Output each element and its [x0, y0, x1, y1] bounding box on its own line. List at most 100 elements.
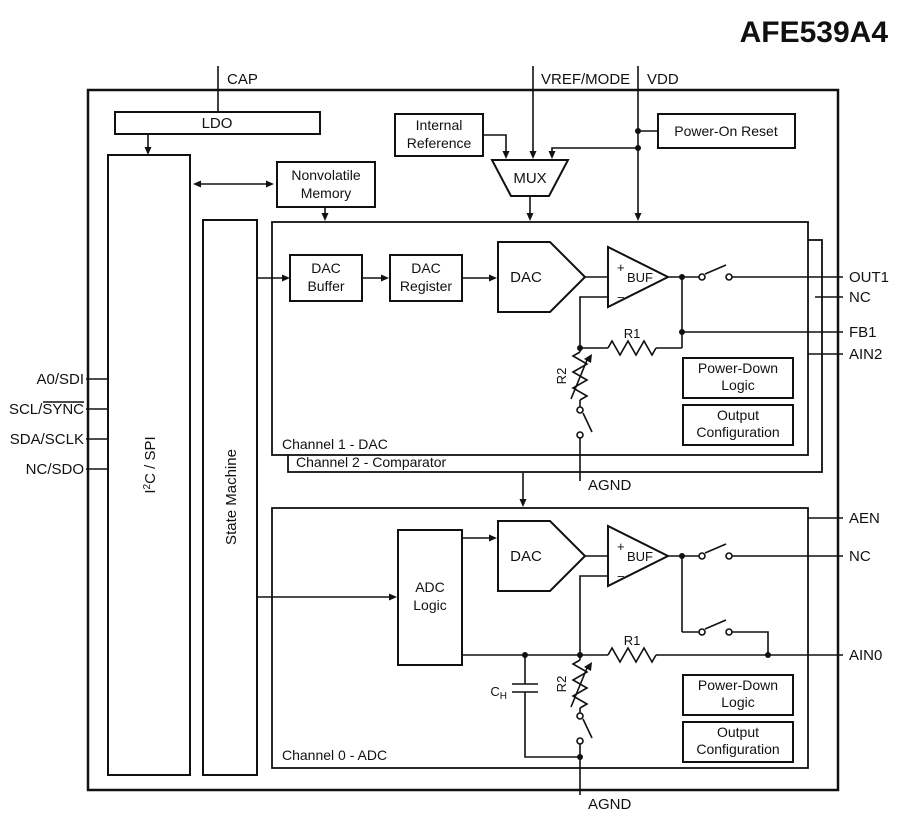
internal-reference-block: Internal Reference: [394, 113, 484, 157]
switch-contact: [698, 552, 706, 560]
connection-wires: [43, 66, 843, 795]
junction-dot: [635, 145, 641, 151]
pin-label-nc-2: NC: [849, 548, 871, 565]
device-title: AFE539A4: [740, 16, 889, 49]
switch-contact: [725, 552, 733, 560]
output-config-label-2-ch1: Configuration: [696, 424, 779, 440]
internal-reference-label-1: Internal: [416, 117, 463, 133]
wire-cap-bottom: [524, 692, 580, 758]
pin-label-vref-mode: VREF/MODE: [541, 71, 630, 88]
channel2-label: Channel 2 - Comparator: [296, 454, 447, 470]
wire-buf-minus-ch1: [579, 296, 608, 348]
r2-label-ch0: R2: [554, 676, 569, 693]
hold-cap-label: CH: [490, 684, 507, 702]
resistor-r1-ch1: [607, 339, 657, 357]
channel1-label: Channel 1 - DAC: [282, 436, 388, 452]
pin-label-agnd-ch0: AGND: [588, 796, 632, 813]
nvm-label-1: Nonvolatile: [291, 167, 360, 183]
i2c-rest: C / SPI: [142, 436, 159, 484]
state-machine-block: State Machine: [202, 219, 258, 776]
state-machine-box: [202, 219, 258, 776]
buf-triangle-ch0: [607, 524, 671, 588]
output-config-label-1-ch0: Output: [717, 724, 759, 740]
arrowhead: [489, 274, 497, 282]
r2-var-arrow-ch1: [570, 359, 588, 400]
arrowhead: [548, 151, 556, 159]
switch-lever: [704, 619, 727, 630]
i2c-spi-box: [107, 154, 191, 776]
r2-var-arrow-ch0: [570, 667, 588, 708]
cap-label-h: H: [500, 691, 507, 702]
arrowhead: [381, 274, 389, 282]
dac-register-label-1: DAC: [411, 260, 441, 276]
pin-label-scl-sync: SCL/SYNC: [9, 401, 84, 418]
wire-intref-mux: [483, 134, 507, 151]
channel0-label: Channel 0 - ADC: [282, 747, 387, 763]
switch-contact: [576, 737, 584, 745]
wire-fbswitch-right-ch0: [732, 631, 769, 655]
resistor-r1-ch0: [607, 646, 657, 664]
component-labels: R1 R2 R1 R2 CH: [490, 326, 640, 702]
r1-label-ch1: R1: [624, 326, 641, 341]
i2c-base: I: [142, 489, 159, 493]
arrowhead: [321, 213, 329, 221]
pin-label-cap: CAP: [227, 71, 258, 88]
buf-label-ch0: BUF: [627, 549, 653, 564]
nvm-label-2: Memory: [301, 185, 352, 201]
switch-out1: [698, 264, 733, 281]
power-down-logic-ch0: Power-Down Logic: [682, 674, 794, 716]
pd-logic-box-ch1: [682, 357, 794, 399]
switch-lever: [704, 264, 727, 275]
nvm-box: [276, 161, 376, 208]
arrowhead: [282, 274, 290, 282]
pin-labels: CAP VREF/MODE VDD A0/SDI SCL/SYNC SDA/SC…: [9, 71, 889, 813]
pin-label-out1: OUT1: [849, 269, 889, 286]
dac-buffer-label-1: DAC: [311, 260, 341, 276]
chip-boundary: [86, 88, 840, 792]
r2-label-ch1: R2: [554, 368, 569, 385]
switch-contact: [698, 628, 706, 636]
pin-label-a0-sdi: A0/SDI: [36, 371, 84, 388]
pin-label-aen: AEN: [849, 510, 880, 527]
switch-contact: [698, 273, 706, 281]
output-configuration-ch0: Output Configuration: [682, 721, 794, 763]
buf-amp-ch0: + − BUF: [607, 524, 671, 588]
arrowhead: [584, 662, 592, 671]
dac-label-ch0: DAC: [510, 548, 542, 565]
pin-label-ain0: AIN0: [849, 647, 882, 664]
output-configuration-ch1: Output Configuration: [682, 404, 794, 446]
arrowhead: [519, 499, 527, 507]
arrowheads: [144, 147, 642, 601]
arrowhead: [266, 180, 274, 188]
function-blocks: LDO I2C / SPI State Machine Nonvolatile …: [107, 111, 796, 776]
dac-pentagon-ch1: [497, 241, 587, 313]
adc-logic-block: ADC Logic: [397, 529, 463, 666]
dac-block-ch0: DAC: [497, 520, 587, 592]
pd-logic-label-1-ch0: Power-Down: [698, 677, 778, 693]
state-machine-label: State Machine: [223, 449, 240, 545]
dac-pentagon-ch0: [497, 520, 587, 592]
pd-logic-box-ch0: [682, 674, 794, 716]
por-box: [657, 113, 796, 149]
dac-register-label-2: Register: [400, 278, 452, 294]
pin-label-nc-1: NC: [849, 289, 871, 306]
buf-amp-ch1: + − BUF: [607, 245, 671, 309]
pin-label-nc-sdo: NC/SDO: [26, 461, 84, 478]
arrowhead: [144, 147, 152, 155]
pin-label-ain2: AIN2: [849, 346, 882, 363]
switch-contact: [725, 273, 733, 281]
nonvolatile-memory-block: Nonvolatile Memory: [276, 161, 376, 208]
junction-dot: [765, 652, 771, 658]
pin-label-vdd: VDD: [647, 71, 679, 88]
buf-triangle-ch1: [607, 245, 671, 309]
mux-block: MUX: [490, 159, 570, 197]
switch-contact: [725, 628, 733, 636]
dac-register-block: DAC Register: [389, 254, 463, 302]
buf-label-ch1: BUF: [627, 270, 653, 285]
adc-logic-box: [397, 529, 463, 666]
dac-label-ch1: DAC: [510, 269, 542, 286]
pin-label-sda-sclk: SDA/SCLK: [10, 431, 84, 448]
internal-reference-label-2: Reference: [407, 135, 472, 151]
dac-register-box: [389, 254, 463, 302]
